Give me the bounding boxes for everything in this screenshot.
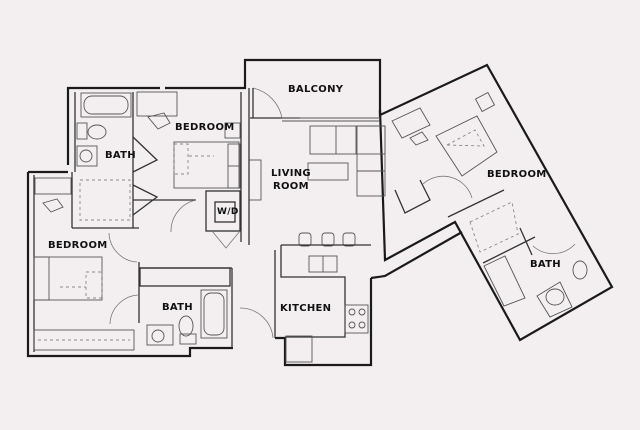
chair-icon xyxy=(42,198,64,213)
outer-walls xyxy=(26,58,614,367)
room-label-living-line1: LIVING xyxy=(271,168,311,179)
room-label-wd: W/D xyxy=(217,207,239,217)
room-label-bedroom-left: BEDROOM xyxy=(48,240,108,251)
room-label-kitchen: KITCHEN xyxy=(280,303,331,314)
bath-left: BATH xyxy=(109,262,233,348)
bath-top: BATH xyxy=(74,92,159,173)
room-label-balcony: BALCONY xyxy=(288,84,344,95)
room-label-living-line2: ROOM xyxy=(273,181,309,192)
washer-dryer-closet: W/D xyxy=(170,190,241,249)
room-label-bedroom-right: BEDROOM xyxy=(487,169,547,180)
living-room: LIVING ROOM xyxy=(248,88,386,245)
chair-icon xyxy=(147,112,171,130)
balcony xyxy=(250,87,380,122)
bedroom-left: BEDROOM xyxy=(33,172,159,352)
room-label-bath-right: BATH xyxy=(530,259,561,270)
room-label-bedroom-top: BEDROOM xyxy=(175,122,235,133)
bar-stools xyxy=(298,232,356,247)
fridge xyxy=(285,335,313,363)
stove xyxy=(344,304,369,334)
chair-icon xyxy=(409,131,429,146)
bedroom-right: BEDROOM xyxy=(391,91,547,218)
room-label-bath-top: BATH xyxy=(105,150,136,161)
bath-right: BATH xyxy=(469,201,588,318)
bedroom-top: BEDROOM xyxy=(133,91,242,242)
kitchen: KITCHEN xyxy=(239,232,371,363)
coffee-table xyxy=(307,162,349,181)
tv-stand xyxy=(248,159,262,201)
room-label-bath-left: BATH xyxy=(162,302,193,313)
